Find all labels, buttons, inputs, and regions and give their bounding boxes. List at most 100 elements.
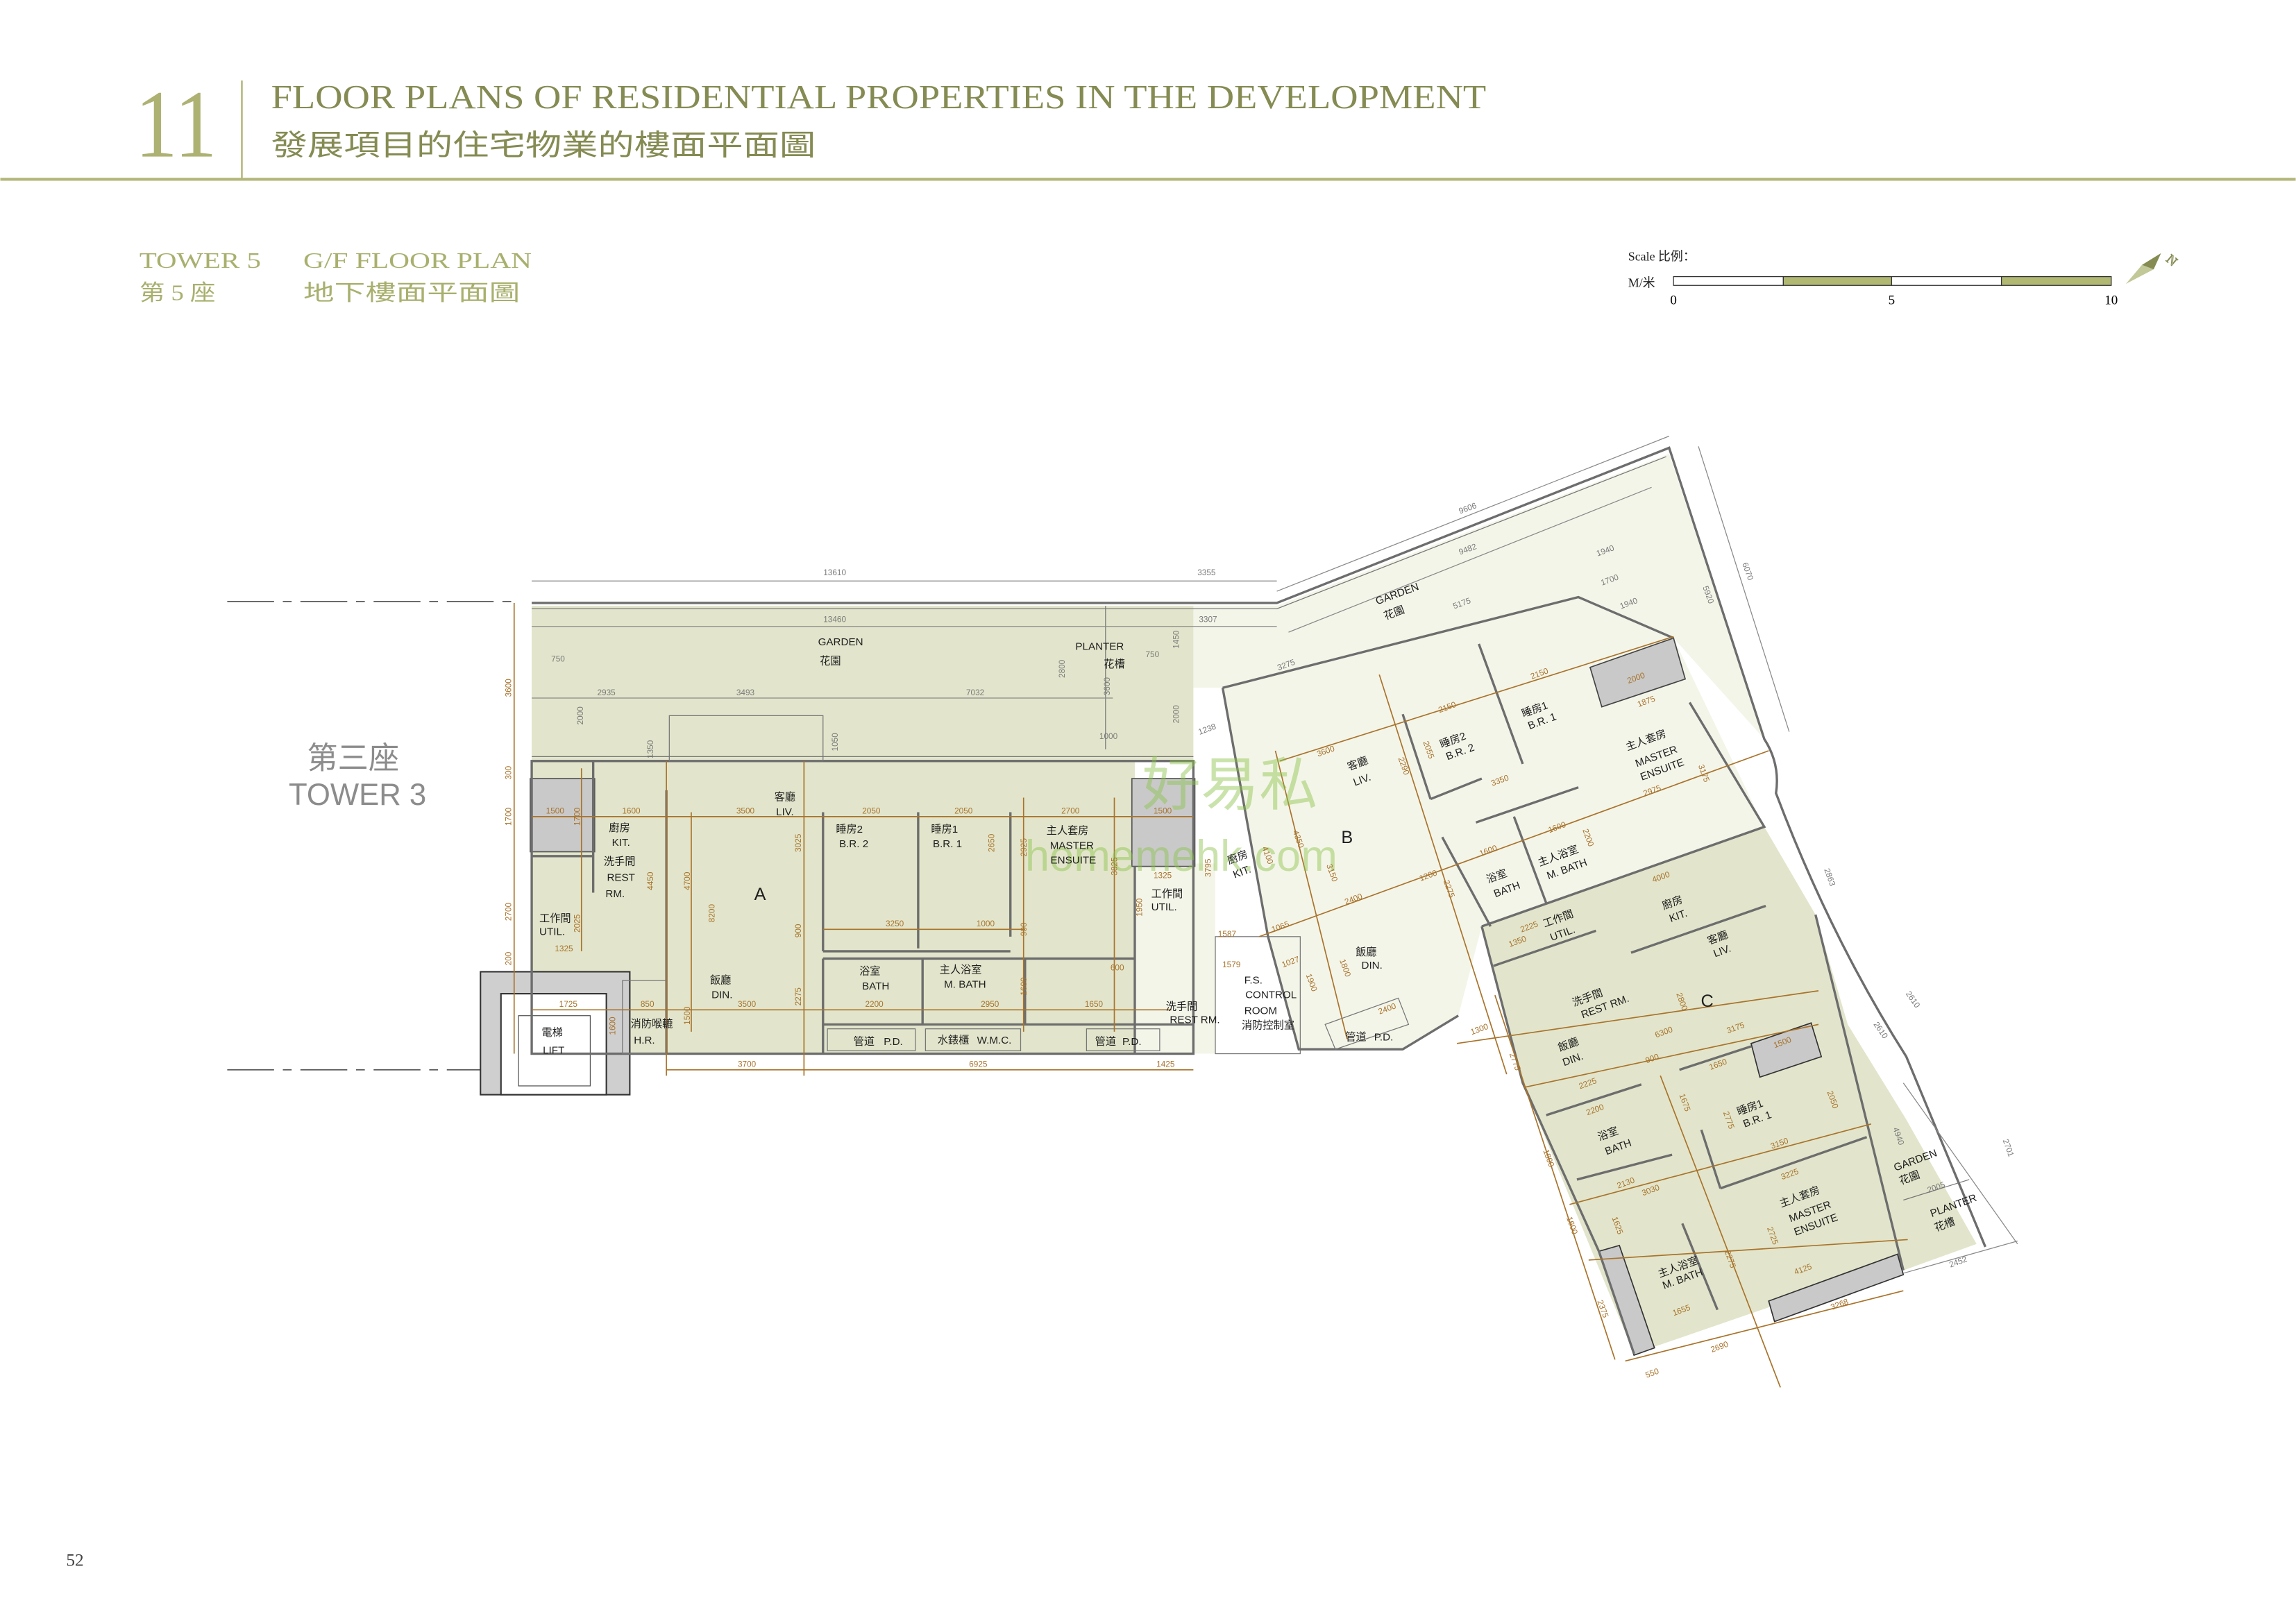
dimension-label: 3795 (1204, 858, 1213, 877)
pipe-duct-label: P.D. (884, 1036, 903, 1048)
dimension-label: 1325 (555, 944, 573, 953)
dimension-label: 2000 (1171, 705, 1181, 724)
dimension-label: 2700 (504, 902, 514, 921)
dimension-label: 1950 (1135, 898, 1145, 917)
unit-b-walls (1221, 595, 1766, 1051)
dimension-label: 1000 (977, 919, 995, 928)
master-ensuite-label: ENSUITE (1051, 854, 1097, 866)
wall-block (1131, 778, 1196, 867)
dimension-label: 1450 (1171, 630, 1181, 649)
dimension-label: 2610 (1904, 989, 1923, 1010)
dining-label: DIN. (1362, 960, 1383, 971)
utility-label: UTIL. (1151, 901, 1177, 913)
dimension-label: 2000 (575, 706, 585, 725)
dimension-label: 3250 (886, 919, 904, 928)
utility-label-zh: 工作間 (1151, 888, 1183, 900)
unit-c-walls (1480, 904, 1970, 1354)
dimension-label: 2950 (981, 999, 999, 1009)
lift-label-zh: 電梯 (541, 1027, 562, 1039)
unit-a-walls (530, 606, 1301, 1055)
dimension-label: 1700 (504, 807, 514, 826)
master-ensuite-label-zh: 主人套房 (1047, 825, 1089, 837)
lift-label: LIFT (543, 1045, 564, 1057)
page-title-en: FLOOR PLANS OF RESIDENTIAL PROPERTIES IN… (271, 79, 1487, 116)
dimension-label: 850 (641, 999, 655, 1009)
dimension-label: 1725 (559, 999, 578, 1009)
bath-label-zh: 浴室 (859, 966, 880, 978)
wall-block (1768, 1253, 1905, 1323)
dimension-label: 2050 (954, 806, 973, 816)
bedroom-2-label: B.R. 2 (839, 838, 868, 850)
page-header: 11 FLOOR PLANS OF RESIDENTIAL PROPERTIES… (0, 71, 2296, 181)
fs-control-room-label: CONTROL (1245, 989, 1297, 1001)
dimension-label: 200 (504, 951, 514, 965)
dimension-label: 1600 (622, 806, 641, 816)
dimension-label: 1500 (682, 1006, 692, 1025)
dimension-label: 2275 (793, 987, 803, 1006)
scale-segment (1782, 275, 1893, 286)
dimension-label: 750 (1145, 649, 1159, 659)
dimension-label: 3500 (738, 999, 757, 1009)
bedroom-1-label: B.R. 1 (933, 838, 962, 850)
watermark-en: homemehk.com (1025, 832, 1337, 881)
dining-label-zh: 飯廳 (710, 974, 731, 986)
dimension-label: 3307 (1199, 614, 1217, 624)
scale-tick-5: 5 (1889, 294, 1895, 308)
dimension-label: 1650 (1085, 999, 1104, 1009)
floor-label-en: G/F FLOOR PLAN (303, 248, 532, 273)
unit-b-garden-area (1193, 453, 1764, 740)
unit-a-area (532, 760, 1136, 1054)
scale-segment (1891, 275, 2002, 286)
neighbor-tower-3: 第三座 TOWER 3 (227, 600, 521, 1071)
watermark-zh: 好易私 (1142, 752, 1318, 817)
dimension-label: 2200 (865, 999, 884, 1009)
dimension-label: 1700 (573, 807, 582, 826)
dimension-label: 4700 (682, 872, 692, 890)
lift-core (480, 971, 631, 1096)
dimension-label: 1238 (1197, 722, 1217, 737)
section-number: 11 (135, 71, 217, 178)
dimension-label: 3493 (736, 688, 755, 697)
unit-a-label: A (754, 885, 766, 904)
dimension-label: 1050 (830, 733, 840, 751)
pipe-duct-label-zh: 管道 (1095, 1036, 1116, 1048)
dimension-label: 900 (793, 924, 803, 937)
garden-label-zh: 花園 (820, 656, 841, 668)
dimension-label: 2925 (1019, 838, 1029, 857)
kitchen-label: KIT. (612, 837, 630, 849)
neighbor-label-en: TOWER 3 (289, 778, 426, 812)
dimension-label: 1600 (1019, 977, 1029, 996)
dimension-label: 3600 (504, 679, 514, 697)
dimension-label: 2935 (598, 688, 616, 697)
dimension-label: 7032 (966, 688, 984, 697)
water-meter-cabinet-label-zh: 水錶櫃 (938, 1035, 970, 1046)
dining-label-zh: 飯廳 (1356, 946, 1376, 958)
kitchen-label-zh: 廚房 (609, 822, 630, 834)
planter-label-zh: 花槽 (1104, 658, 1124, 670)
hose-reel-label-zh: 消防喉轆 (631, 1019, 673, 1030)
dimension-label: 8200 (707, 904, 717, 923)
dimension-label: 1350 (645, 740, 655, 758)
utility-label: UTIL. (539, 926, 565, 938)
dimension-label: 300 (504, 765, 514, 779)
dimension-label: 2452 (1948, 1254, 1968, 1269)
unit-b-label: B (1341, 828, 1353, 847)
tower-label-zh: 第 5 座 (140, 280, 216, 305)
dimension-label: 1587 (1218, 929, 1236, 939)
dining-label: DIN. (711, 989, 732, 1001)
pipe-duct-label-zh: 管道 (1345, 1032, 1366, 1044)
dimension-label: 2050 (862, 806, 881, 816)
scale-tick-0: 0 (1670, 294, 1676, 308)
living-room-label: LIV. (776, 806, 794, 818)
hose-reel-label: H.R. (634, 1035, 655, 1046)
scale-unit: M/米 (1628, 275, 1655, 289)
dimension-label: 1300 (1469, 1021, 1490, 1037)
planter-label: PLANTER (1075, 640, 1124, 652)
fs-control-room-label-zh: 消防控制室 (1242, 1020, 1294, 1032)
wall-block (1589, 637, 1687, 708)
dimension-label: 1500 (1154, 806, 1172, 816)
unit-c-area (1481, 826, 1977, 1354)
master-ensuite-label: MASTER (1050, 840, 1094, 851)
